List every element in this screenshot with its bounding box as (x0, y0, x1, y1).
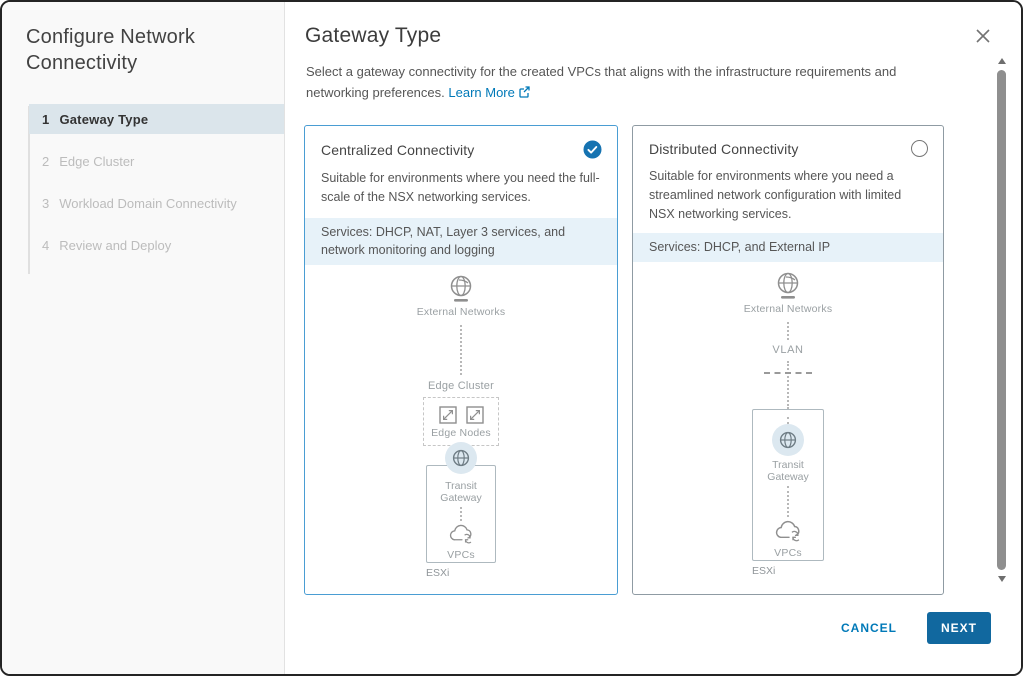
vpc-cloud-icon (449, 525, 472, 544)
card-centralized-connectivity[interactable]: Centralized Connectivity Suitable for en… (304, 125, 618, 595)
step-label: Review and Deploy (59, 237, 172, 253)
edge-nodes-icons (438, 406, 484, 424)
step-number: 3 (42, 195, 50, 211)
esxi-label: ESXi (752, 565, 776, 577)
learn-more-link[interactable]: Learn More (448, 85, 530, 100)
card-title: Distributed Connectivity (649, 140, 799, 157)
wizard-main-panel: Gateway Type Select a gateway connectivi… (285, 2, 1021, 674)
connector-dotted (787, 485, 789, 518)
scroll-track[interactable] (995, 68, 1008, 572)
esxi-host-box-wrap: Transit Gateway VPCs (752, 409, 824, 577)
gateway-type-options: Centralized Connectivity Suitable for en… (304, 125, 944, 595)
connector-crossing (764, 361, 812, 409)
vertical-scrollbar[interactable] (994, 58, 1009, 582)
edge-node-icon (438, 406, 457, 424)
services-banner: Services: DHCP, and External IP (633, 233, 943, 262)
radio-selected-icon[interactable] (583, 140, 602, 159)
connector-dotted (460, 325, 462, 375)
external-networks-icon (450, 275, 472, 302)
card-header: Distributed Connectivity (633, 126, 943, 157)
wizard-footer: CANCEL NEXT (841, 612, 991, 644)
page-description: Select a gateway connectivity for the cr… (306, 61, 954, 103)
card-description: Suitable for environments where you need… (649, 169, 902, 221)
step-label: Gateway Type (59, 111, 149, 127)
vpcs-label: VPCs (774, 547, 802, 559)
centralized-diagram: External Networks Edge Cluster (305, 265, 617, 594)
connector-dotted (787, 322, 789, 340)
vpcs-label: VPCs (447, 549, 475, 561)
edge-cluster-label: Edge Cluster (428, 380, 494, 392)
connector-dotted (460, 507, 462, 522)
scroll-down-icon[interactable] (997, 576, 1006, 582)
close-button[interactable] (973, 26, 993, 46)
vlan-label: VLAN (772, 344, 804, 356)
edge-cluster-box: Edge Nodes (423, 397, 499, 446)
connector-dotted (787, 417, 789, 424)
sidebar-item-workload-domain-connectivity[interactable]: 3 Workload Domain Connectivity (29, 188, 284, 218)
edge-node-icon (465, 406, 484, 424)
external-networks-label: External Networks (743, 303, 833, 315)
card-header: Centralized Connectivity (305, 126, 617, 159)
step-label: Edge Cluster (59, 153, 135, 169)
vlan-dashed-line (764, 372, 812, 374)
esxi-host-box: Transit Gateway VPCs (426, 465, 496, 563)
external-networks-label: External Networks (416, 306, 506, 318)
transit-gateway-icon (772, 423, 804, 456)
sidebar-item-gateway-type[interactable]: 1 Gateway Type (29, 104, 284, 134)
wizard-sidebar: Configure Network Connectivity 1 Gateway… (2, 2, 285, 674)
description-text: Select a gateway connectivity for the cr… (306, 64, 897, 100)
card-description: Suitable for environments where you need… (321, 171, 600, 204)
cancel-button[interactable]: CANCEL (840, 621, 897, 635)
distributed-diagram: External Networks VLAN (633, 262, 943, 594)
transit-gateway-label: Transit Gateway (440, 480, 482, 504)
scroll-thumb[interactable] (997, 70, 1006, 570)
step-number: 1 (42, 111, 50, 127)
sidebar-item-edge-cluster[interactable]: 2 Edge Cluster (29, 146, 284, 176)
step-label: Workload Domain Connectivity (59, 195, 237, 211)
step-number: 4 (42, 237, 50, 253)
services-banner: Services: DHCP, NAT, Layer 3 services, a… (305, 218, 617, 265)
wizard-steps: 1 Gateway Type 2 Edge Cluster 3 Workload… (26, 104, 284, 274)
vpc-cloud-icon (775, 521, 800, 542)
wizard-title: Configure Network Connectivity (26, 26, 196, 74)
card-distributed-connectivity[interactable]: Distributed Connectivity Suitable for en… (632, 125, 944, 595)
connector-dotted (787, 361, 789, 409)
next-button[interactable]: NEXT (926, 612, 991, 644)
esxi-host-box-wrap: Transit Gateway VPCs (426, 465, 496, 579)
radio-unselected-icon[interactable] (911, 140, 928, 157)
card-title: Centralized Connectivity (321, 141, 475, 158)
esxi-host-box: Transit Gateway VPCs (752, 409, 824, 561)
page-title: Gateway Type (305, 24, 442, 47)
close-icon (976, 29, 990, 43)
external-networks-icon (777, 272, 799, 299)
scroll-up-icon[interactable] (997, 58, 1006, 64)
transit-gateway-label: Transit Gateway (767, 458, 809, 483)
step-number: 2 (42, 153, 50, 169)
external-link-icon (518, 86, 530, 98)
esxi-label: ESXi (426, 567, 450, 579)
sidebar-item-review-and-deploy[interactable]: 4 Review and Deploy (29, 230, 284, 260)
transit-gateway-icon (445, 442, 477, 474)
edge-nodes-label: Edge Nodes (431, 427, 491, 439)
